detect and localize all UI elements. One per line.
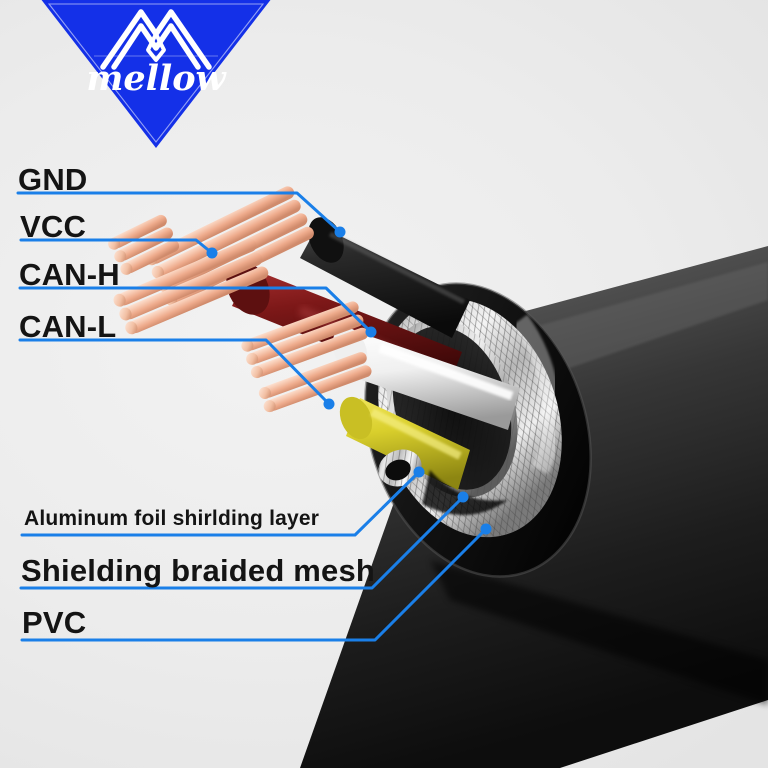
callout-label-braided-mesh: Shielding braided mesh — [21, 553, 376, 588]
brand-logo: mellow — [40, 0, 272, 150]
callout-label-vcc: VCC — [20, 209, 87, 244]
conductor-canl-yellow — [339, 396, 470, 490]
logo-m-glyph — [100, 9, 212, 70]
callout-label-can-l: CAN-L — [19, 309, 117, 344]
callout-label-aluminum-foil: Aluminum foil shirlding layer — [24, 507, 320, 530]
logo-triangle — [41, 0, 271, 148]
logo-triangle-inner-outline — [47, 3, 265, 143]
callout-label-gnd: GND — [18, 162, 88, 197]
callout-label-pvc: PVC — [22, 605, 87, 640]
mellow-logo-mark: mellow — [41, 0, 271, 148]
logo-wordmark: mellow — [86, 58, 227, 99]
callout-label-can-h: CAN-H — [19, 257, 120, 292]
